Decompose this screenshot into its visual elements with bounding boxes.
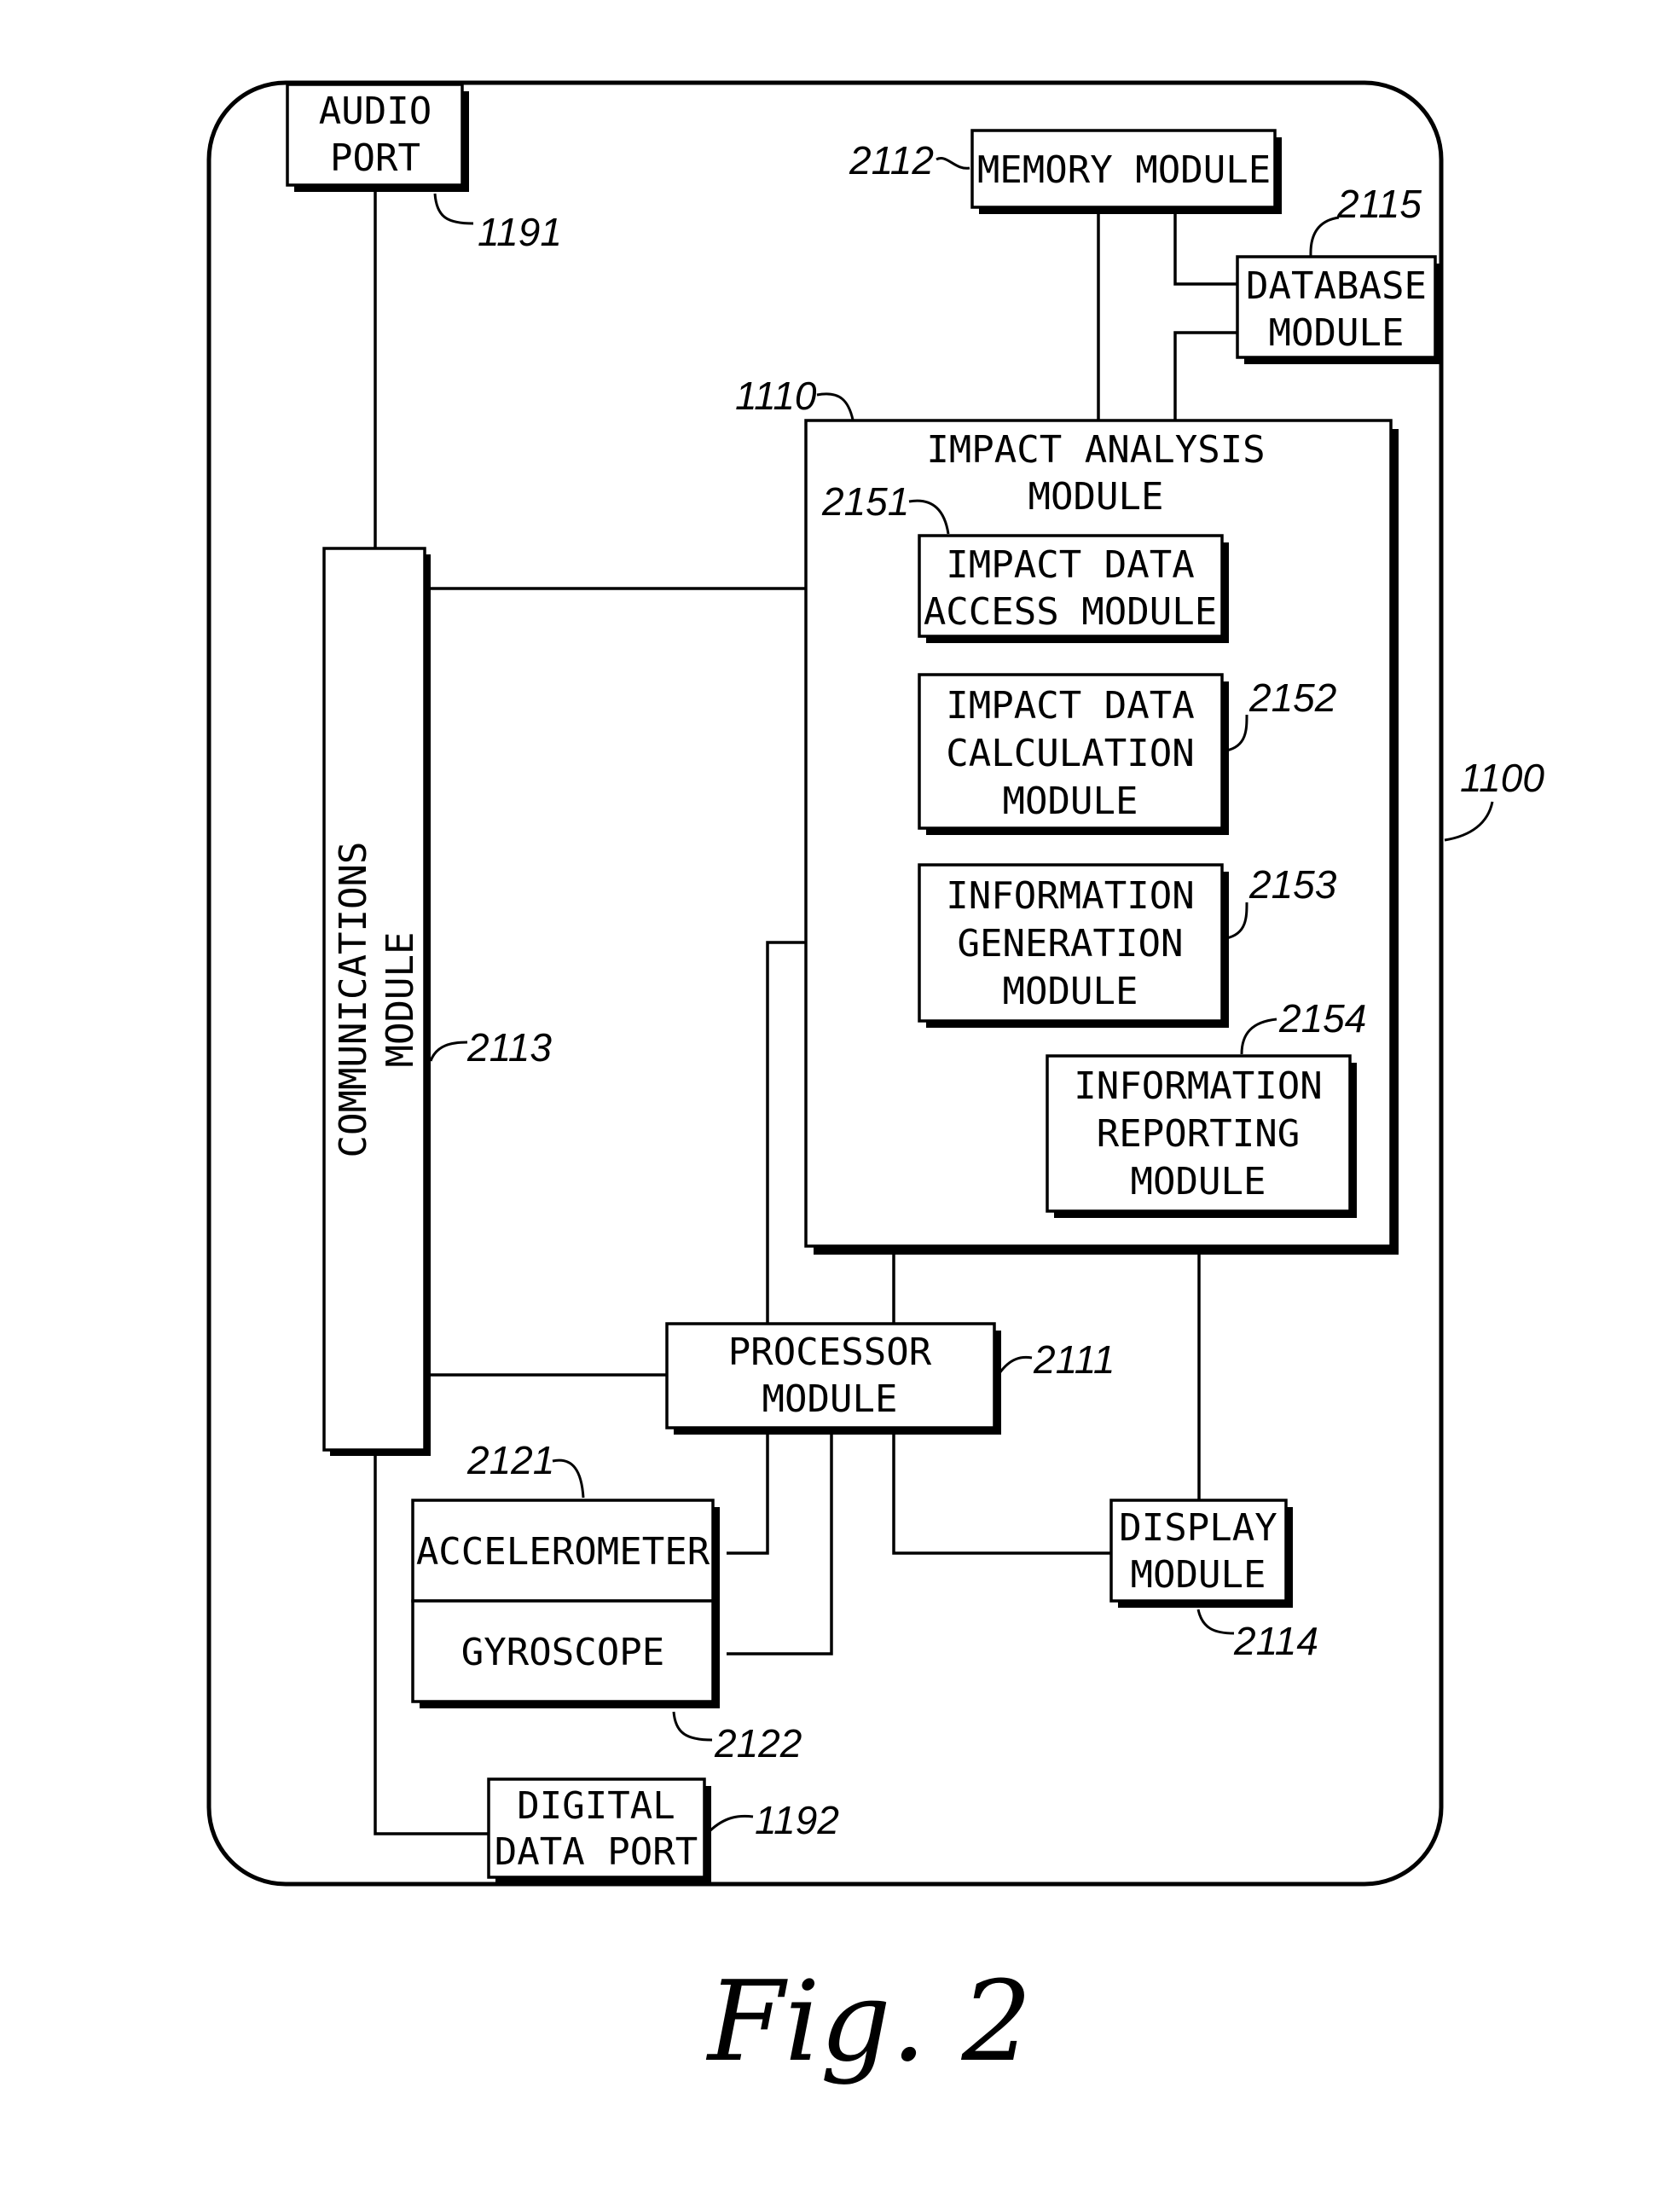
figure-caption: Fig. 2 [706,1957,1032,2086]
ref-1100-text: 1100 [1460,756,1544,800]
digital-data-port-label-line-1: DIGITAL [517,1784,675,1828]
ref-2115: 2115 [1311,182,1422,256]
impact-data-calculation-label-line-3: MODULE [1003,780,1138,823]
impact-analysis-module-label-line-1: IMPACT ANALYSIS [926,428,1265,472]
database-module-label-line-2: MODULE [1269,311,1405,355]
ref-2151-text: 2151 [821,479,909,524]
ref-1100: 1100 [1445,756,1544,840]
ref-2153-text: 2153 [1248,862,1337,907]
information-reporting-label-line-3: MODULE [1131,1160,1266,1203]
information-reporting-label-line-1: INFORMATION [1074,1064,1322,1108]
ref-2152-text: 2152 [1248,676,1336,720]
display-label-line-2: MODULE [1131,1553,1266,1597]
communications-label-line-1: COMMUNICATIONS [332,842,375,1158]
display-label-line-1: DISPLAY [1119,1506,1277,1550]
information-generation-label-line-2: GENERATION [958,922,1184,965]
gyroscope-label: GYROSCOPE [461,1631,664,1674]
ref-1110: 1110 [735,374,853,420]
impact-data-calculation-label-line-2: CALCULATION [946,732,1194,775]
impact-data-calculation-label-line-1: IMPACT DATA [946,684,1194,728]
ref-1192: 1192 [710,1798,839,1842]
processor-label-line-2: MODULE [762,1377,898,1421]
ref-2111: 2111 [999,1337,1115,1382]
audio-port-label-line-2: PORT [330,136,420,180]
ref-2121-text: 2121 [466,1438,554,1482]
processor-label-line-1: PROCESSOR [728,1331,932,1374]
information-generation-label-line-1: INFORMATION [946,874,1194,918]
ref-1192-text: 1192 [755,1798,839,1842]
ref-1191-text: 1191 [478,210,562,254]
ref-2154-text: 2154 [1278,996,1366,1041]
information-reporting-label-line-2: REPORTING [1097,1112,1300,1156]
ref-2112-text: 2112 [849,138,934,183]
ref-2115-text: 2115 [1336,182,1422,226]
ref-2122: 2122 [674,1712,802,1766]
ref-2114-text: 2114 [1233,1619,1318,1663]
digital-data-port-label-line-2: DATA PORT [495,1830,698,1874]
memory-module-label: MEMORY MODULE [977,148,1271,192]
accelerometer-label: ACCELEROMETER [416,1530,710,1574]
impact-analysis-module-label-line-2: MODULE [1028,475,1164,519]
database-module-label-line-1: DATABASE [1246,264,1427,308]
communications-label-line-2: MODULE [379,932,422,1068]
impact-data-access-label-line-2: ACCESS MODULE [924,590,1217,634]
ref-2122-text: 2122 [714,1721,802,1766]
ref-2113: 2113 [431,1025,552,1070]
audio-port-label-line-1: AUDIO [319,90,432,133]
ref-2112: 2112 [849,138,970,183]
ref-1191: 1191 [435,194,562,254]
impact-data-access-label-line-1: IMPACT DATA [946,543,1194,587]
ref-2114: 2114 [1198,1609,1318,1663]
ref-2113-text: 2113 [466,1025,552,1070]
ref-2111-text: 2111 [1033,1337,1115,1382]
ref-2121: 2121 [466,1438,583,1498]
ref-1110-text: 1110 [735,374,817,418]
information-generation-label-line-3: MODULE [1003,970,1138,1013]
